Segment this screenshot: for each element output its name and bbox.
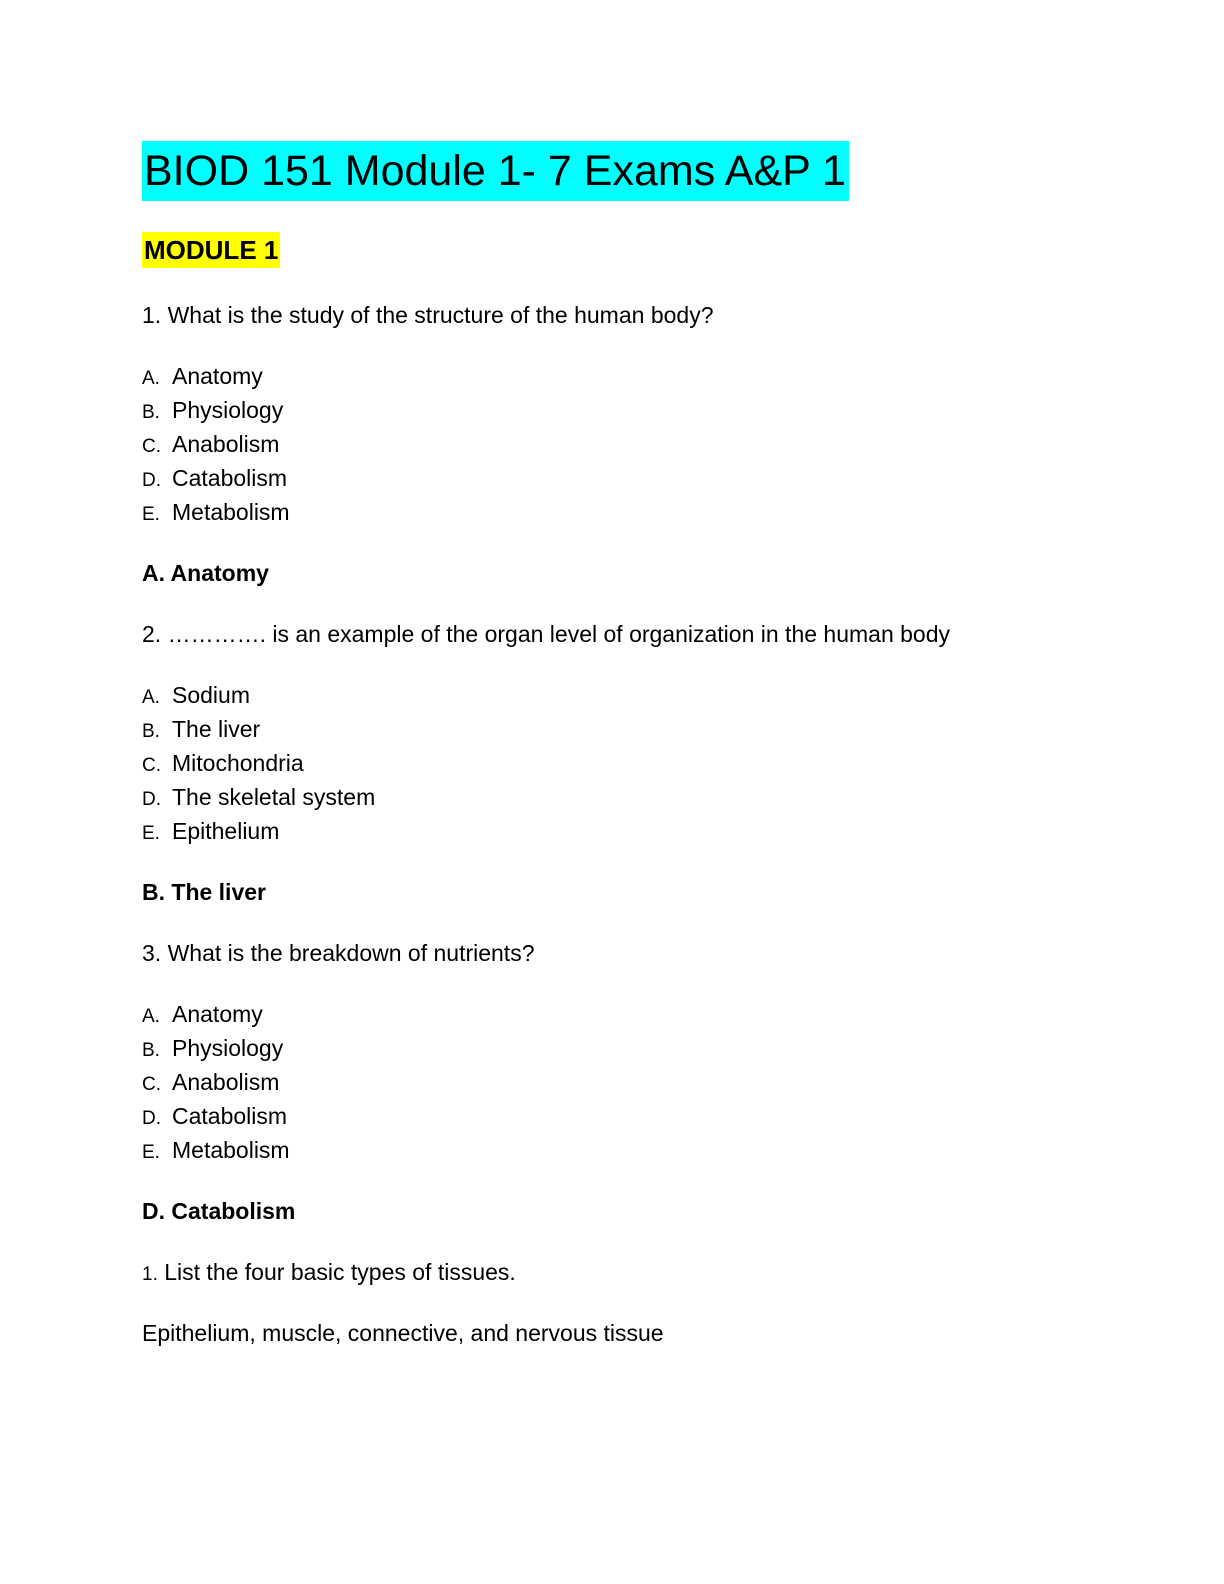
option-letter: A. <box>142 687 160 708</box>
short-answer-question-text: List the four basic types of tissues. <box>164 1259 516 1285</box>
option-text: Physiology <box>172 1035 284 1061</box>
answer-text: B. The liver <box>142 879 266 905</box>
option-item: B. The liver <box>142 714 260 747</box>
option-letter: D. <box>142 1108 161 1129</box>
answer-text: D. Catabolism <box>142 1198 296 1224</box>
option-item: D. Catabolism <box>142 463 287 496</box>
option-text: Metabolism <box>172 1137 290 1163</box>
answer-text: A. Anatomy <box>142 560 269 586</box>
module-heading: MODULE 1 <box>142 232 281 268</box>
option-item: C. Mitochondria <box>142 748 304 781</box>
option-text: The skeletal system <box>172 784 376 810</box>
option-letter: C. <box>142 1074 161 1095</box>
option-text: Anatomy <box>172 1001 263 1027</box>
option-item: A. Sodium <box>142 680 250 713</box>
option-item: E. Metabolism <box>142 497 290 530</box>
option-item: C. Anabolism <box>142 1067 279 1100</box>
option-letter: C. <box>142 755 161 776</box>
short-answer-text: Epithelium, muscle, connective, and nerv… <box>142 1320 664 1346</box>
option-text: Physiology <box>172 397 284 423</box>
option-item: E. Epithelium <box>142 816 279 849</box>
option-text: Metabolism <box>172 499 290 525</box>
question-text: 2. …………. is an example of the organ leve… <box>142 621 951 647</box>
option-item: E. Metabolism <box>142 1135 290 1168</box>
option-item: A. Anatomy <box>142 999 263 1032</box>
option-item: B. Physiology <box>142 395 283 428</box>
option-letter: B. <box>142 721 160 742</box>
option-item: D. Catabolism <box>142 1101 287 1134</box>
question-text: 3. What is the breakdown of nutrients? <box>142 940 535 966</box>
option-item: A. Anatomy <box>142 361 263 394</box>
option-item: D. The skeletal system <box>142 782 375 815</box>
option-letter: A. <box>142 1006 160 1027</box>
option-text: Epithelium <box>172 818 280 844</box>
short-answer-question: 1. List the four basic types of tissues. <box>142 1257 516 1290</box>
option-text: Sodium <box>172 682 250 708</box>
option-text: Anatomy <box>172 363 263 389</box>
option-letter: A. <box>142 368 160 389</box>
option-letter: E. <box>142 1142 160 1163</box>
option-text: The liver <box>172 716 261 742</box>
option-letter: D. <box>142 470 161 491</box>
option-letter: B. <box>142 1040 160 1061</box>
option-text: Anabolism <box>172 431 280 457</box>
option-text: Anabolism <box>172 1069 280 1095</box>
option-item: B. Physiology <box>142 1033 283 1066</box>
document-title: BIOD 151 Module 1- 7 Exams A&P 1 <box>142 141 849 201</box>
option-letter: C. <box>142 436 161 457</box>
option-text: Catabolism <box>172 465 288 491</box>
option-letter: B. <box>142 402 160 423</box>
option-text: Catabolism <box>172 1103 288 1129</box>
question-text: 1. What is the study of the structure of… <box>142 302 714 328</box>
option-item: C. Anabolism <box>142 429 279 462</box>
short-answer-number: 1. <box>142 1264 158 1285</box>
option-text: Mitochondria <box>172 750 304 776</box>
option-letter: E. <box>142 823 160 844</box>
option-letter: D. <box>142 789 161 810</box>
option-letter: E. <box>142 504 160 525</box>
